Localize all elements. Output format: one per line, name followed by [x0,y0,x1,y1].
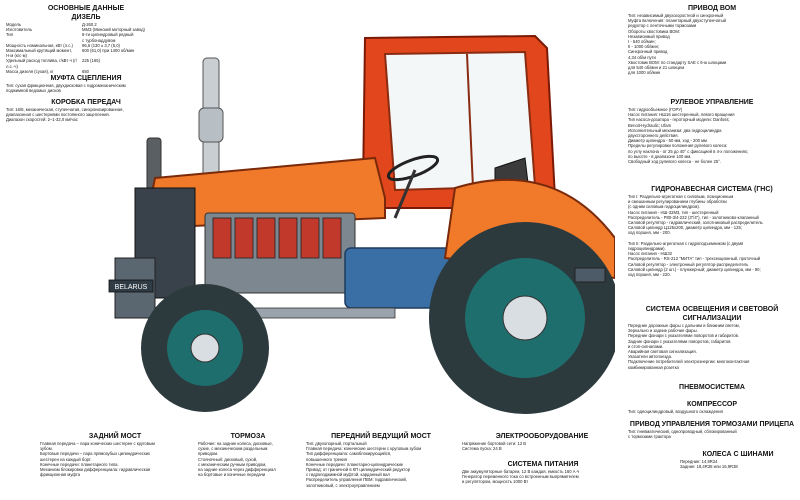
hydraulics-title: ГИДРОНАВЕСНАЯ СИСТЕМА (ГНС) [651,186,773,193]
engine-spec-key: Тип [6,32,13,38]
electrical-text: Напряжение бортовой сети: 12 В Система п… [462,441,527,452]
compressor-section: КОМПРЕССОР Тип: одноцилиндровый, воздушн… [628,400,796,414]
hydraulics-text: Тип I: Раздельно-агрегатная с силовым, п… [628,194,763,278]
engine-cylinders [212,217,342,259]
engine-spec-value: 650 [82,68,89,74]
steering-text: Тип: гидрообъемное (ГОРУ) Насос питания:… [628,107,749,165]
brakes-text: Рабочие: на задние колеса, дисковые, сух… [198,441,276,478]
exhaust-muffler [198,107,224,143]
rear-axle-title: ЗАДНИЙ МОСТ [88,433,142,440]
wheels-title: КОЛЕСА С ШИНАМИ [702,451,774,458]
front-plate-text: BELARUS [115,284,148,291]
gearbox-title: КОРОБКА ПЕРЕДАЧ [51,99,121,106]
gearbox-section: КОРОБКА ПЕРЕДАЧ Тип: 16/8, механическая,… [6,98,166,123]
brakes-title: ТОРМОЗА [230,433,266,440]
trailer-brakes-section: ПРИВОД УПРАВЛЕНИЯ ТОРМОЗАМИ ПРИЦЕПА Тип:… [628,420,796,439]
lighting-text: Передние дорожные фары с дальним и ближн… [628,323,750,370]
rear-wheel [429,222,621,414]
front-axle-section: ПЕРЕДНИЙ ВЕДУЩИЙ МОСТ Тип: двухопорный, … [306,432,456,488]
engine-spec-value: 96,6 (130 ± 3,7 (5,0) [82,42,120,48]
clutch-text: Тип: сухая фрикционная, двухдисковая с г… [6,83,126,94]
pto-section: ПРИВОД ВОМ Тип: независимый двухскоростн… [628,4,796,75]
cab-window-divider [466,53,474,189]
hydraulics-section: ГИДРОНАВЕСНАЯ СИСТЕМА (ГНС) Тип I: Разде… [628,185,796,277]
steering-wheel [386,154,440,182]
trailer-brakes-text: Тип: пневматический, однопроводный, сбло… [628,429,737,440]
engine-spec-key: Удельный расход топлива, г/кВт·ч (г/л.с.… [6,58,78,69]
front-wheel [141,284,269,412]
front-axle-title: ПЕРЕДНИЙ ВЕДУЩИЙ МОСТ [331,433,431,440]
trailer-brakes-title: ПРИВОД УПРАВЛЕНИЯ ТОРМОЗАМИ ПРИЦЕПА [629,421,795,428]
engine-spec-key: Модель [6,22,22,27]
compressor-title: КОМПРЕССОР [687,401,737,408]
pneumatics-title: ПНЕВМОСИСТЕМА [679,384,745,391]
gearbox-text: Тип: 16/8, механическая, ступенчатая, си… [6,107,124,123]
tractor-cutaway-diagram: BELARUS [95,18,621,418]
rear-axle-section: ЗАДНИЙ МОСТ Главная передача – пара кони… [40,432,190,477]
main-title: ОСНОВНЫЕ ДАННЫЕ [47,5,125,12]
engine-spec-value: Д-260.2 [82,22,97,27]
engine-spec-key: Изготовитель [6,27,33,33]
steering-column [393,169,417,219]
clutch-section: МУФТА СЦЕПЛЕНИЯ Тип: сухая фрикционная, … [6,74,166,93]
engine-spec-value: ММЗ (Минский моторный завод) [82,27,145,33]
wheels-text: Передние: 14,9R24 Задние: 18,4R38 или 16… [680,459,738,470]
pneumatics-section: ПНЕВМОСИСТЕМА [628,383,796,392]
steering-section: РУЛЕВОЕ УПРАВЛЕНИЕ Тип: гидрообъемное (Г… [628,98,796,164]
tractor-illustration: BELARUS [108,34,621,414]
engine-spec-key: Максимальный крутящий момент, Н·м (кгс·м… [6,48,72,59]
pto-text: Тип: независимый двухскоростной и синхро… [628,13,727,76]
lighting-section: СИСТЕМА ОСВЕЩЕНИЯ И СВЕТОВОЙ СИГНАЛИЗАЦИ… [628,305,796,370]
engine-spec-value: 225 (165) [82,58,100,64]
brakes-section: ТОРМОЗА Рабочие: на задние колеса, диско… [198,432,298,477]
wheels-section: КОЛЕСА С ШИНАМИ Передние: 14,9R24 Задние… [680,450,796,469]
clutch-title: МУФТА СЦЕПЛЕНИЯ [50,75,122,82]
rear-axle-text: Главная передача – пара конических шесте… [40,441,155,478]
front-axle-text: Тип: двухопорный, портальный Главная пер… [306,441,422,488]
rear-hitch [574,267,606,283]
power-supply-text: Две аккумуляторные батареи, 12 В каждая,… [462,469,580,485]
engine-spec-value: 600 (61,0) при 1400 об/мин [82,48,135,54]
electrical-section: ЭЛЕКТРООБОРУДОВАНИЕ Напряжение бортовой … [462,432,622,451]
steering-title: РУЛЕВОЕ УПРАВЛЕНИЕ [670,99,754,106]
engine-spec-key: Мощность номинальная, кВт (л.с.) [6,42,73,48]
front-plate [108,279,154,293]
compressor-text: Тип: одноцилиндровый, воздушного охлажде… [628,409,723,414]
engine-spec-value: 6-ти цилиндровый рядный с турбонаддувом [82,32,134,43]
lighting-title: СИСТЕМА ОСВЕЩЕНИЯ И СВЕТОВОЙ СИГНАЛИЗАЦИ… [645,306,779,322]
engine-title: ДИЗЕЛЬ [71,14,101,21]
pto-title: ПРИВОД ВОМ [687,5,737,12]
power-supply-title: СИСТЕМА ПИТАНИЯ [507,461,579,468]
power-supply-section: СИСТЕМА ПИТАНИЯ Две аккумуляторные батар… [462,460,624,485]
electrical-title: ЭЛЕКТРООБОРУДОВАНИЕ [495,433,589,440]
engine-spec-key: Масса дизеля (сухая), кг [6,68,54,74]
